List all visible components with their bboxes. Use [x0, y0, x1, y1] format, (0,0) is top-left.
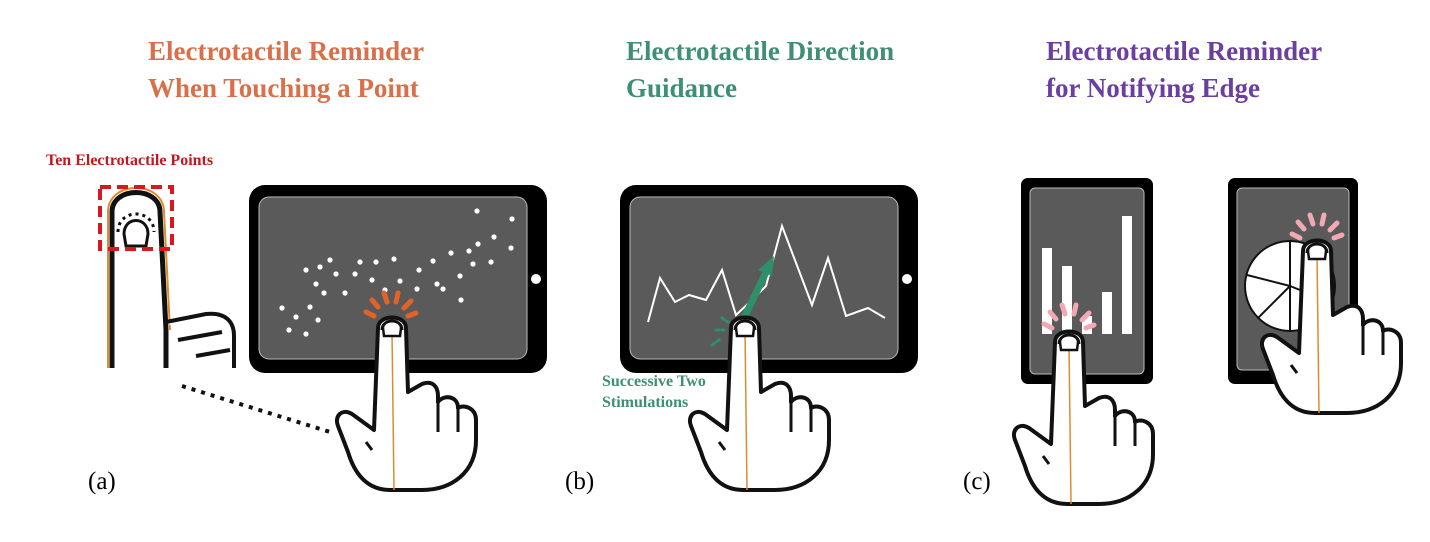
scatter-point — [508, 245, 514, 251]
title-edge-reminder: Electrotactile Reminder for Notifying Ed… — [1046, 33, 1322, 107]
title-c-line2: for Notifying Edge — [1046, 73, 1260, 103]
touch-burst-orange — [363, 290, 419, 319]
touch-burst-green — [710, 316, 730, 347]
bar — [1042, 248, 1052, 334]
scatter-point — [448, 250, 454, 256]
scatter-point — [333, 271, 339, 277]
scatter-point — [440, 286, 446, 292]
scatter-point — [321, 290, 327, 296]
tablet-b — [620, 185, 918, 373]
scatter-point — [307, 304, 313, 310]
tablet-c-bar — [1021, 178, 1153, 384]
scatter-point — [474, 208, 480, 214]
label-successive-stimulations: Successive Two Stimulations — [602, 371, 706, 413]
bar — [1102, 292, 1112, 334]
ten-points-box — [98, 185, 174, 251]
scatter-point — [416, 267, 422, 273]
scatter-point — [293, 314, 299, 320]
scatter-point — [313, 281, 319, 287]
scatter-point — [327, 257, 333, 263]
scatter-point — [357, 259, 363, 265]
scatter-point — [303, 331, 309, 337]
title-b-line1: Electrotactile Direction — [626, 36, 895, 66]
scatter-point — [509, 216, 515, 222]
scatter-point — [369, 277, 375, 283]
title-c-line1: Electrotactile Reminder — [1046, 36, 1323, 66]
scatter-point — [475, 241, 481, 247]
panel-label-b: (b) — [565, 468, 595, 495]
scatter-point — [491, 234, 497, 240]
tablet-a — [249, 185, 547, 373]
label-successive-line2: Stimulations — [602, 394, 689, 411]
scatter-point — [434, 281, 440, 287]
scatter-point — [430, 258, 436, 264]
bar — [1122, 216, 1132, 334]
scatter-point — [466, 248, 472, 254]
label-successive-line1: Successive Two — [602, 373, 706, 390]
title-touch-point-reminder: Electrotactile Reminder When Touching a … — [148, 33, 424, 107]
touch-burst-pink-bar — [1041, 302, 1097, 331]
scatter-point — [342, 290, 348, 296]
scatter-point — [458, 297, 464, 303]
panel-label-c: (c) — [963, 468, 991, 495]
scatter-points — [279, 208, 515, 337]
scatter-point — [488, 259, 494, 265]
scatter-point — [286, 327, 292, 333]
scatter-point — [317, 264, 323, 270]
scatter-point — [470, 261, 476, 267]
title-a-line1: Electrotactile Reminder — [148, 36, 425, 66]
title-a-line2: When Touching a Point — [148, 73, 419, 103]
scatter-point — [303, 267, 309, 273]
direction-arrow — [740, 256, 774, 322]
title-direction-guidance: Electrotactile Direction Guidance — [626, 33, 894, 107]
title-b-line2: Guidance — [626, 73, 738, 103]
scatter-point — [391, 256, 397, 262]
bar — [1062, 266, 1072, 334]
scatter-point — [414, 286, 420, 292]
label-ten-electrotactile-points: Ten Electrotactile Points — [46, 152, 214, 169]
scatter-point — [373, 259, 379, 265]
scatter-point — [315, 317, 321, 323]
scatter-point — [457, 273, 463, 279]
scatter-point — [352, 271, 358, 277]
scatter-point — [397, 278, 403, 284]
scatter-point — [279, 305, 285, 311]
panel-label-a: (a) — [88, 468, 116, 495]
finger-closeup — [107, 187, 236, 368]
zoom-dotted-line — [181, 384, 331, 434]
touch-burst-pink-pie — [1289, 212, 1345, 241]
